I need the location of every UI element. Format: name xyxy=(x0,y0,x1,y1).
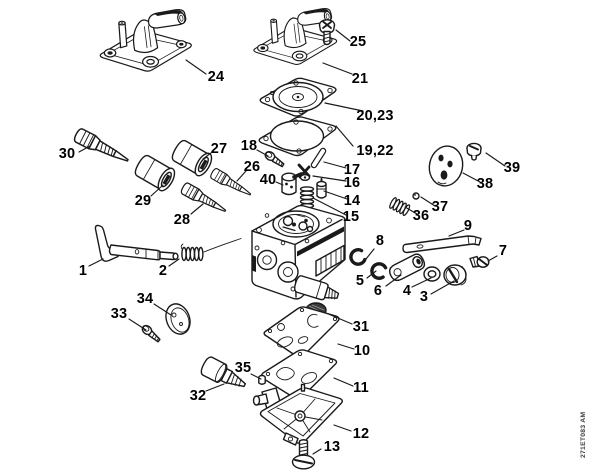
part-label-25: 25 xyxy=(349,34,367,50)
part-label-34: 34 xyxy=(136,291,154,307)
part-27-cap xyxy=(168,136,216,180)
part-label-8: 8 xyxy=(375,233,385,249)
part-10-cover-plate xyxy=(263,306,340,358)
part-label-17: 17 xyxy=(343,162,361,178)
part-17-pin xyxy=(310,147,327,169)
part-37-ball xyxy=(412,192,420,200)
part-label-28: 28 xyxy=(173,212,191,228)
part-38-choke-shutter xyxy=(428,145,464,187)
part-13-screw xyxy=(291,439,316,470)
part-label-3: 3 xyxy=(419,289,429,305)
part-label-30: 30 xyxy=(58,146,76,162)
part-label-12: 12 xyxy=(352,426,370,442)
part-label-38: 38 xyxy=(476,176,494,192)
part-label-31: 31 xyxy=(352,319,370,335)
part-18-screw xyxy=(262,149,287,169)
part-label-26: 26 xyxy=(243,159,261,175)
part-8-e-clip xyxy=(347,246,368,268)
part-label-21: 21 xyxy=(351,71,369,87)
part-carburetor-body xyxy=(251,204,346,301)
part-19-22-gasket xyxy=(258,116,337,157)
part-3-choke-knob xyxy=(443,264,467,286)
part-label-15: 15 xyxy=(342,209,360,225)
part-label-39: 39 xyxy=(503,160,521,176)
part-label-10: 10 xyxy=(353,343,371,359)
part-34-throttle-shutter xyxy=(165,303,191,335)
part-label-24: 24 xyxy=(207,69,225,85)
part-label-33: 33 xyxy=(110,306,128,322)
part-24-pump-cover xyxy=(99,9,192,72)
part-14-piston xyxy=(316,178,327,199)
part-5-e-clip xyxy=(368,260,388,282)
part-16-inlet-needle xyxy=(292,163,311,181)
part-label-35: 35 xyxy=(234,360,252,376)
leader-lines xyxy=(78,29,506,455)
part-36-spring xyxy=(387,196,412,217)
part-label-9: 9 xyxy=(463,218,473,234)
part-label-27: 27 xyxy=(210,141,228,157)
part-label-29: 29 xyxy=(134,193,152,209)
part-label-6: 6 xyxy=(373,283,383,299)
part-label-36: 36 xyxy=(412,208,430,224)
part-32-valve xyxy=(200,356,247,388)
part-label-2: 2 xyxy=(158,263,168,279)
part-label-40: 40 xyxy=(259,172,277,188)
part-7-screw xyxy=(469,255,490,268)
part-33-screw xyxy=(139,323,163,344)
part-29-cap xyxy=(131,151,179,195)
part-label-20-23: 20,23 xyxy=(356,108,394,124)
part-28-adjusting-screw xyxy=(179,181,229,217)
part-20-23-diaphragm xyxy=(259,77,337,117)
part-label-11: 11 xyxy=(353,380,369,396)
part-4-washer xyxy=(423,266,441,282)
part-label-19-22: 19,22 xyxy=(356,143,394,159)
part-12-pump-base-cover xyxy=(252,383,343,446)
part-label-7: 7 xyxy=(498,243,508,259)
part-label-14: 14 xyxy=(343,193,361,209)
part-label-4: 4 xyxy=(402,283,412,299)
part-15-spring xyxy=(299,186,315,209)
part-label-32: 32 xyxy=(189,388,207,404)
part-30-adjusting-screw xyxy=(72,126,132,168)
part-35-plug xyxy=(258,374,266,385)
part-label-13: 13 xyxy=(323,439,341,455)
part-label-37: 37 xyxy=(431,199,449,215)
part-1-throttle-shaft xyxy=(94,224,179,262)
part-label-18: 18 xyxy=(240,138,258,154)
part-9-choke-shaft xyxy=(402,235,482,254)
part-39-screw xyxy=(466,142,482,161)
part-2-spring xyxy=(180,238,242,262)
part-6-choke-lever xyxy=(388,253,426,282)
part-25-screw xyxy=(318,19,336,46)
diagram-code-text: 271ET083 AM xyxy=(580,411,587,458)
part-label-5: 5 xyxy=(355,273,365,289)
part-label-1: 1 xyxy=(78,263,88,279)
part-label-16: 16 xyxy=(343,175,361,191)
